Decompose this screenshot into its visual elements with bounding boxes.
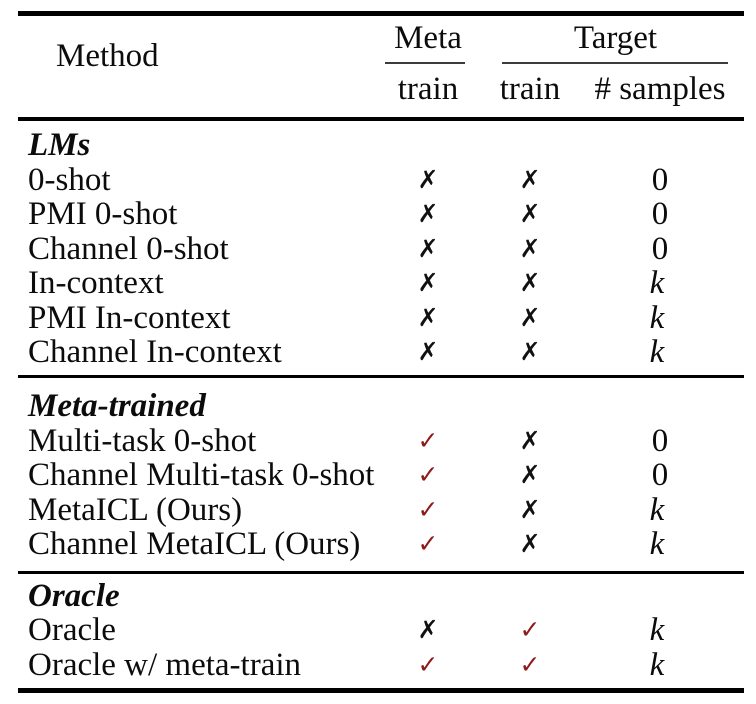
section-meta-trained: Meta-trained Multi-task 0-shot ✓ ✗ 0 Cha…: [0, 389, 756, 562]
samples-value: k: [649, 299, 665, 336]
target-group-underline: [502, 62, 728, 64]
table-row: Oracle ✗ ✓ k: [0, 613, 756, 648]
section-header-row: Oracle: [0, 578, 756, 613]
column-header-target-train: train: [499, 71, 561, 107]
check-icon: ✓: [519, 615, 541, 644]
header-bottom-rule: [18, 117, 744, 121]
table-row: Channel MetaICL (Ours) ✓ ✗ k: [0, 527, 756, 562]
samples-value: 0: [651, 457, 669, 493]
table-row: Oracle w/ meta-train ✓ ✓ k: [0, 647, 756, 682]
method-cell: In-context: [28, 265, 164, 301]
method-cell: PMI In-context: [28, 299, 231, 336]
samples-value: k: [649, 646, 665, 683]
check-icon: ✓: [519, 649, 541, 679]
method-cell: Channel Multi-task 0-shot: [28, 457, 375, 493]
cross-icon: ✗: [519, 302, 541, 332]
method-cell: Oracle w/ meta-train: [28, 646, 302, 683]
cross-icon: ✗: [417, 302, 439, 332]
cross-icon: ✗: [417, 337, 439, 366]
section-title: Oracle: [28, 577, 120, 614]
cross-icon: ✗: [519, 460, 541, 489]
samples-value: k: [649, 334, 665, 370]
method-cell: Channel In-context: [28, 334, 282, 370]
section-lms: LMs 0-shot ✗ ✗ 0 PMI 0-shot ✗ ✗ 0 Channe…: [0, 128, 756, 370]
cross-icon: ✗: [519, 199, 541, 228]
check-icon: ✓: [417, 649, 439, 679]
cross-icon: ✗: [417, 199, 439, 228]
table-row: In-context ✗ ✗ k: [0, 266, 756, 301]
top-rule: [18, 11, 744, 16]
column-group-meta: Meta: [394, 20, 462, 56]
table-row: PMI 0-shot ✗ ✗ 0: [0, 197, 756, 232]
check-icon: ✓: [417, 529, 439, 558]
section-title: Meta-trained: [28, 388, 206, 424]
method-cell: MetaICL (Ours): [28, 491, 243, 528]
samples-value: k: [649, 526, 665, 562]
samples-value: 0: [651, 422, 669, 459]
cross-icon: ✗: [519, 529, 541, 558]
cross-icon: ✗: [417, 615, 439, 644]
method-cell: Multi-task 0-shot: [28, 422, 257, 459]
section-divider-1: [18, 375, 744, 378]
samples-value: 0: [651, 230, 669, 267]
table-row: Channel 0-shot ✗ ✗ 0: [0, 231, 756, 266]
check-icon: ✓: [417, 425, 439, 455]
cross-icon: ✗: [519, 164, 541, 194]
table-row: Multi-task 0-shot ✓ ✗ 0: [0, 423, 756, 458]
cross-icon: ✗: [417, 233, 439, 263]
cross-icon: ✗: [519, 494, 541, 524]
check-icon: ✓: [417, 460, 439, 489]
cross-icon: ✗: [519, 233, 541, 263]
samples-value: k: [649, 491, 665, 528]
cross-icon: ✗: [519, 337, 541, 366]
column-header-meta-train: train: [397, 71, 459, 107]
cross-icon: ✗: [519, 268, 541, 297]
bottom-rule: [18, 688, 744, 693]
table-row: PMI In-context ✗ ✗ k: [0, 300, 756, 335]
method-cell: Channel 0-shot: [28, 230, 229, 267]
meta-group-underline: [385, 62, 465, 64]
column-group-target: Target: [573, 20, 658, 56]
column-header-target-samples: # samples: [594, 71, 726, 107]
column-header-method: Method: [56, 38, 159, 74]
section-header-row: LMs: [0, 128, 756, 163]
samples-value: k: [649, 265, 665, 301]
method-cell: PMI 0-shot: [28, 196, 178, 232]
section-divider-2: [18, 571, 744, 574]
table-row: 0-shot ✗ ✗ 0: [0, 162, 756, 197]
section-header-row: Meta-trained: [0, 389, 756, 424]
cross-icon: ✗: [417, 268, 439, 297]
section-title: LMs: [28, 127, 91, 163]
table-row: Channel Multi-task 0-shot ✓ ✗ 0: [0, 458, 756, 493]
samples-value: 0: [651, 161, 669, 198]
method-cell: Channel MetaICL (Ours): [28, 526, 361, 562]
section-oracle: Oracle Oracle ✗ ✓ k Oracle w/ meta-train…: [0, 578, 756, 682]
table-row: Channel In-context ✗ ✗ k: [0, 335, 756, 370]
table-row: MetaICL (Ours) ✓ ✗ k: [0, 492, 756, 527]
check-icon: ✓: [417, 494, 439, 524]
samples-value: k: [649, 612, 665, 648]
cross-icon: ✗: [519, 425, 541, 455]
samples-value: 0: [651, 196, 669, 232]
cross-icon: ✗: [417, 164, 439, 194]
method-cell: Oracle: [28, 612, 116, 648]
method-cell: 0-shot: [28, 161, 111, 198]
